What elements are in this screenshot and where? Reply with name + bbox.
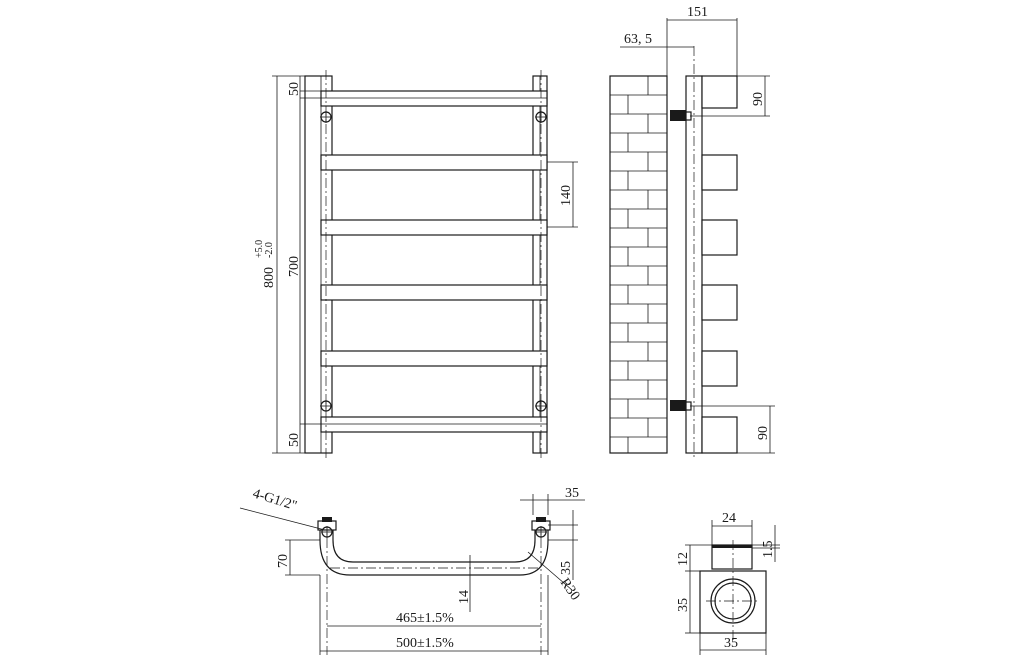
bar-4 <box>320 284 548 301</box>
brick-wall <box>609 75 668 454</box>
tolerance-lower-label: -2.0 <box>264 242 275 258</box>
center-gap-label: 14 <box>457 590 472 604</box>
bottom-valve <box>670 400 692 411</box>
center-height-label: 700 <box>287 256 302 277</box>
bar-1 <box>320 90 548 107</box>
wall-to-center-label: 63, 5 <box>624 32 652 47</box>
horizontal-bars <box>320 90 548 433</box>
section-view: 24 1.5 12 35 35 <box>676 511 780 655</box>
left-vertical-tube <box>304 75 333 454</box>
bar-5 <box>320 350 548 367</box>
left-connection <box>317 517 337 538</box>
box-width-label: 35 <box>724 636 738 651</box>
rail-height-label: 70 <box>276 554 291 568</box>
side-view: 151 63, 5 90 90 <box>609 5 775 460</box>
front-view: 800 +5.0 -2.0 50 700 50 140 <box>254 70 578 460</box>
right-connection <box>531 517 551 538</box>
bar-6 <box>320 416 548 433</box>
depth-total-label: 151 <box>687 5 708 20</box>
bottom-valve-height-label: 90 <box>756 426 771 440</box>
center-width-label: 465±1.5% <box>396 611 454 626</box>
overall-width-label: 500±1.5% <box>396 636 454 651</box>
bar-depth-label: 35 <box>559 561 574 575</box>
bar-3 <box>320 219 548 236</box>
overall-height-label: 800 <box>262 267 277 288</box>
bottom-offset-label: 50 <box>287 433 302 447</box>
bar-2 <box>320 154 548 171</box>
top-offset-label: 50 <box>287 82 302 96</box>
box-height-label: 35 <box>676 598 691 612</box>
connection-label: 4-G1/2" <box>251 486 299 514</box>
bottom-view: 4-G1/2" 70 35 35 R30 14 465±1.5% 500±1.5… <box>239 486 585 655</box>
top-height-label: 12 <box>676 552 691 566</box>
top-valve <box>670 110 692 121</box>
tolerance-upper-label: +5.0 <box>254 240 265 258</box>
bar-spacing-label: 140 <box>559 185 574 206</box>
top-valve-height-label: 90 <box>751 92 766 106</box>
section-cap <box>711 544 753 570</box>
top-thickness-label: 1.5 <box>761 541 776 559</box>
bar-width-label: 35 <box>565 486 579 501</box>
top-width-label: 24 <box>722 511 736 526</box>
